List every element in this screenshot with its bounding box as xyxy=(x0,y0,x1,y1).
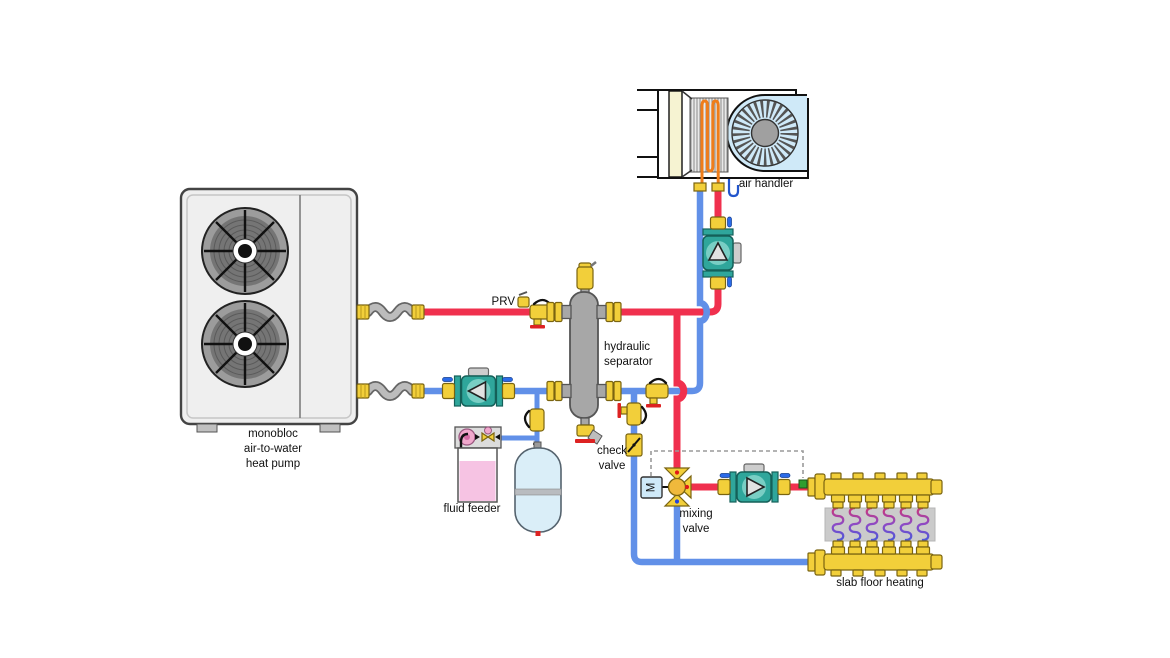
heat-pump: monobloc air-to-water heat pump xyxy=(179,187,425,470)
hose-union xyxy=(356,304,370,320)
mixing-valve-label-line2: valve xyxy=(683,523,710,535)
mixing-valve-sensor-wire xyxy=(650,450,804,478)
return-manifold xyxy=(807,540,943,577)
flexible-hose-connectors xyxy=(363,302,418,401)
radiant-manifolds: slab floor heating xyxy=(807,472,943,589)
separator-label-line2: separator xyxy=(604,356,653,368)
slab-floor-heating-label: slab floor heating xyxy=(836,577,924,589)
coil-fins xyxy=(689,97,729,173)
coil-tube xyxy=(700,99,720,190)
hot-drop-to-mixing-valve xyxy=(673,312,688,468)
fan-icon xyxy=(200,206,290,296)
supply-sensor-icon xyxy=(798,479,808,489)
floor-circuits xyxy=(831,506,930,542)
hose-union xyxy=(411,383,425,399)
fluid-feeder-label: fluid feeder xyxy=(444,503,501,515)
coil-connection xyxy=(693,182,707,192)
separator-label-line1: hydraulic xyxy=(604,341,650,353)
heat-pump-label-line3: heat pump xyxy=(246,458,300,470)
heat-pump-label-line2: air-to-water xyxy=(244,443,302,455)
mixing-valve-ball xyxy=(667,477,687,497)
expansion-tank xyxy=(514,441,562,536)
feeder-fluid xyxy=(459,461,496,501)
prv-assembly: PRV xyxy=(492,291,530,308)
blower-wheel-icon xyxy=(732,100,798,166)
hose-union xyxy=(411,304,425,320)
filter xyxy=(668,90,683,178)
mixing-valve-label-line1: mixing xyxy=(679,508,712,520)
prv-valve-icon xyxy=(517,296,530,308)
separator-body xyxy=(569,291,599,419)
hose-union xyxy=(356,383,370,399)
separator-port-flange xyxy=(596,301,622,323)
check-valve-label-line2: valve xyxy=(599,460,626,472)
mixing-valve: M mixing valve xyxy=(640,467,713,535)
supply-manifold xyxy=(807,472,943,509)
foot xyxy=(196,423,218,433)
prv-label: PRV xyxy=(492,296,516,308)
foot xyxy=(319,423,341,433)
coil-connection xyxy=(711,182,725,192)
mixing-valve-actuator xyxy=(640,476,663,499)
separator-port-flange xyxy=(546,380,572,402)
fluid-feeder: fluid feeder xyxy=(444,426,502,515)
actuator-m-label: M xyxy=(646,483,658,493)
condensate-trap xyxy=(727,179,740,198)
fan-icon xyxy=(200,299,290,389)
dip-tube xyxy=(459,432,469,494)
check-valve-label-line1: check xyxy=(597,445,627,457)
blower-hub xyxy=(750,118,780,148)
air-handler: air handler xyxy=(637,89,809,198)
air-handler-label: air handler xyxy=(739,178,794,190)
air-vent-icon xyxy=(576,266,594,290)
separator-port-flange xyxy=(546,301,572,323)
check-valve: check valve xyxy=(597,433,643,472)
hydraulic-separator: hydraulic separator xyxy=(546,261,653,445)
separator-port-flange xyxy=(596,380,622,402)
heat-pump-label-line1: monobloc xyxy=(248,428,298,440)
